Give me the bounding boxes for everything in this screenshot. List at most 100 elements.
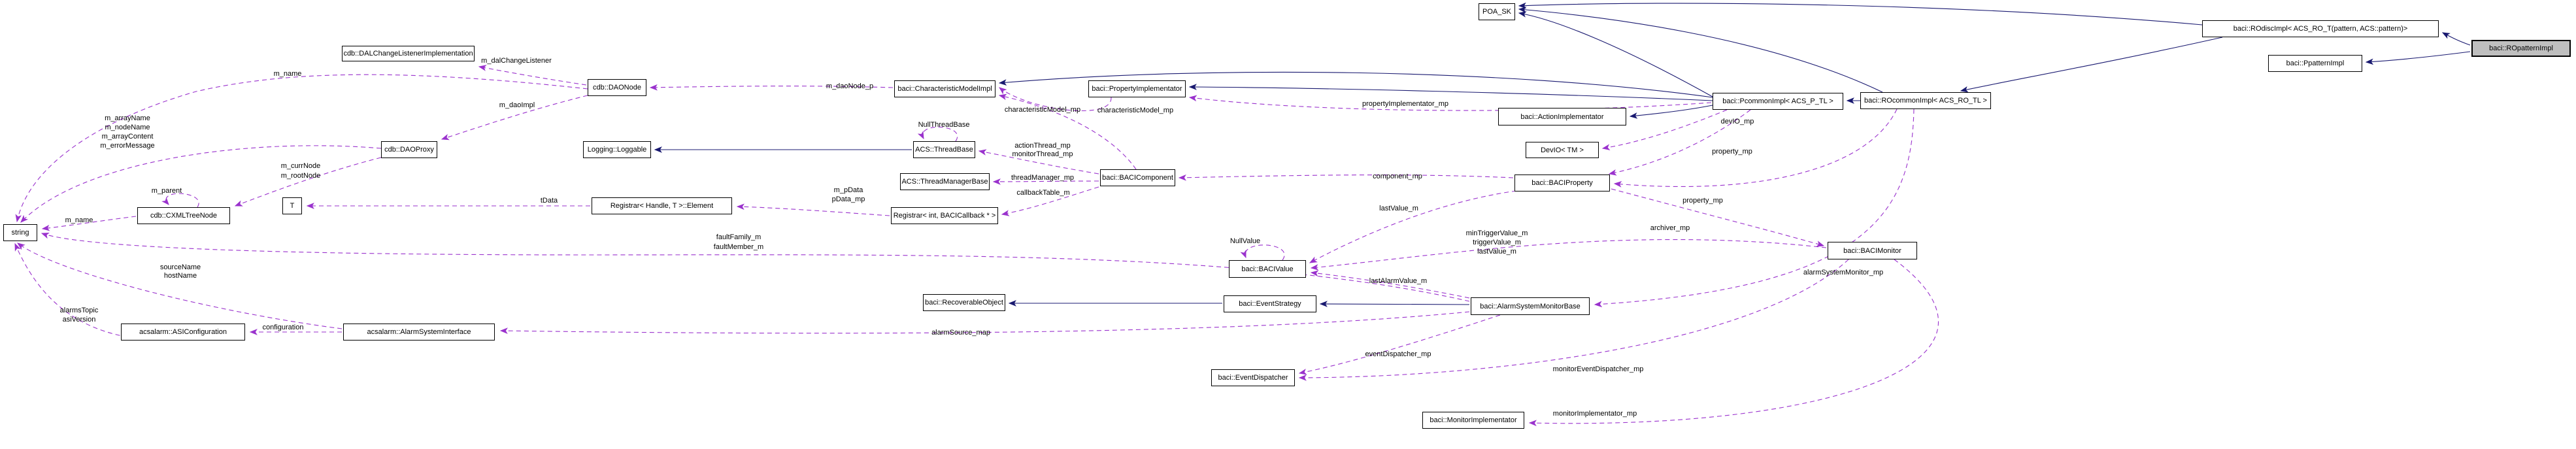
usage-edge xyxy=(1528,259,1939,427)
edge-label: archiver_mp xyxy=(1650,224,1690,232)
usage-edge xyxy=(478,65,587,86)
usage-edge xyxy=(1310,270,1470,299)
usage-edge xyxy=(20,145,382,223)
usage-edge xyxy=(1310,239,1827,271)
usage-edge xyxy=(15,74,588,223)
class-node-actionimplementator[interactable]: baci::ActionImplementator xyxy=(1498,108,1626,125)
class-node-eventstrategy[interactable]: baci::EventStrategy xyxy=(1224,295,1316,312)
edge-label: devIO_mp xyxy=(1721,118,1754,125)
usage-edge xyxy=(499,311,1470,334)
class-node-t[interactable]: T xyxy=(282,197,302,214)
edge-label: alarmSource_map xyxy=(931,329,990,337)
edge-label: m_arrayName xyxy=(105,114,150,122)
edge-label: property_mp xyxy=(1712,148,1752,156)
edge-label: component_mp xyxy=(1373,173,1422,180)
usage-edge xyxy=(1608,109,1751,176)
edge-label: sourceName xyxy=(160,263,201,271)
edge-label: characteristicModel_mp xyxy=(1097,107,1173,114)
edge-label: m_arrayContent xyxy=(102,133,154,141)
inheritance-edge xyxy=(1518,11,1713,97)
class-node-registrar-int[interactable]: Registrar< int, BACICallback * > xyxy=(891,207,998,224)
usage-edge xyxy=(161,193,199,208)
edge-label: hostName xyxy=(164,272,197,280)
class-node-daoproxy[interactable]: cdb::DAOProxy xyxy=(381,141,437,158)
usage-edge xyxy=(1298,314,1501,375)
edge-label: m_errorMessage xyxy=(100,142,154,150)
usage-edge xyxy=(998,93,1137,170)
edge-label: m_name xyxy=(65,216,93,224)
edge-label: m_name xyxy=(274,70,302,78)
edge-label: m_pData xyxy=(834,186,864,194)
usage-edge xyxy=(1298,259,1849,381)
class-node-recoverableobject[interactable]: baci::RecoverableObject xyxy=(923,294,1005,311)
class-node-eventdispatcher[interactable]: baci::EventDispatcher xyxy=(1211,369,1295,386)
class-node-daonode[interactable]: cdb::DAONode xyxy=(588,79,646,96)
edge-label: minTriggerValue_m xyxy=(1466,229,1528,237)
inheritance-edge xyxy=(1188,84,1713,101)
class-node-cxmltreenode[interactable]: cdb::CXMLTreeNode xyxy=(137,207,230,224)
class-node-rocommonimpl[interactable]: baci::ROcommonImpl< ACS_RO_TL > xyxy=(1860,92,1991,109)
edge-label: faultMember_m xyxy=(714,243,763,251)
edge-label: NullValue xyxy=(1230,237,1260,245)
class-node-dalchangelistener[interactable]: cdb::DALChangeListenerImplementation xyxy=(342,46,475,61)
edge-label: callbackTable_m xyxy=(1016,189,1069,197)
edge-label: pData_mp xyxy=(832,195,865,203)
usage-edge xyxy=(649,84,894,91)
class-node-rodiscimpl[interactable]: baci::ROdiscImpl< ACS_RO_T(pattern, ACS:… xyxy=(2202,20,2439,37)
edge-label: lastValue_m xyxy=(1379,205,1418,212)
edge-label: threadManager_mp xyxy=(1011,174,1074,182)
class-node-baciproperty[interactable]: baci::BACIProperty xyxy=(1514,175,1610,191)
inheritance-edge xyxy=(1319,301,1470,307)
class-node-alarmsysteminterface[interactable]: acsalarm::AlarmSystemInterface xyxy=(343,324,495,341)
edge-label: faultFamily_m xyxy=(716,233,761,241)
usage-edge xyxy=(1613,108,1898,188)
edge-label: tData xyxy=(541,197,558,205)
usage-edge xyxy=(1240,244,1285,261)
class-node-monitorimplementator[interactable]: baci::MonitorImplementator xyxy=(1422,412,1524,429)
edge-label: lastValue_m xyxy=(1477,248,1516,256)
class-node-bacimonitor[interactable]: baci::BACIMonitor xyxy=(1828,242,1917,259)
class-node-loggable[interactable]: Logging::Loggable xyxy=(583,141,651,158)
class-node-devio[interactable]: DevIO< TM > xyxy=(1526,142,1599,158)
class-node-poa-sk[interactable]: POA_SK xyxy=(1479,3,1515,20)
inheritance-edge xyxy=(2441,32,2471,46)
usage-edge xyxy=(978,149,1099,175)
class-node-pcommonimpl[interactable]: baci::PcommonImpl< ACS_P_TL > xyxy=(1713,93,1843,110)
edge-label: asiVersion xyxy=(63,316,96,324)
inheritance-edge xyxy=(2365,51,2471,65)
class-node-asiconfiguration[interactable]: acsalarm::ASIConfiguration xyxy=(121,324,245,341)
edge-label: characteristicModel_mp xyxy=(1005,106,1080,114)
class-node-threadmanagerbase[interactable]: ACS::ThreadManagerBase xyxy=(900,173,990,190)
class-node-string[interactable]: string xyxy=(3,224,37,241)
usage-edge xyxy=(41,216,137,231)
inheritance-edge xyxy=(1960,37,2223,93)
class-node-ropatternimpl[interactable]: baci::ROpatternImpl xyxy=(2471,40,2571,57)
edge-label: m_daoImpl xyxy=(499,101,535,109)
class-node-alarmsystemmonitorbase[interactable]: baci::AlarmSystemMonitorBase xyxy=(1471,297,1590,315)
class-node-threadbase[interactable]: ACS::ThreadBase xyxy=(913,141,975,158)
class-node-registrar-element[interactable]: Registrar< Handle, T >::Element xyxy=(592,197,732,214)
edge-label: m_nodeName xyxy=(105,124,150,131)
class-node-propertyimplementator[interactable]: baci::PropertyImplementator xyxy=(1088,80,1186,97)
class-node-characteristicmodelimpl[interactable]: baci::CharacteristicModelImpl xyxy=(894,80,995,97)
usage-edge xyxy=(234,157,382,207)
usage-edge xyxy=(736,203,890,216)
inheritance-edge xyxy=(1518,2,2203,25)
usage-edge xyxy=(1601,109,1728,151)
edge-label: configuration xyxy=(263,324,304,331)
class-node-bacicomponent[interactable]: baci::BACIComponent xyxy=(1100,169,1175,186)
edge-label: alarmSystemMonitor_mp xyxy=(1803,269,1883,276)
edge-label: monitorEventDispatcher_mp xyxy=(1553,365,1644,373)
edge-label: lastAlarmValue_m xyxy=(1369,277,1427,285)
class-node-ppatternimpl[interactable]: baci::PpatternImpl xyxy=(2268,55,2362,72)
usage-edge xyxy=(1611,188,1825,247)
class-node-bacivalue[interactable]: baci::BACIValue xyxy=(1229,260,1306,278)
edge-label: eventDispatcher_mp xyxy=(1365,350,1431,358)
usage-edge xyxy=(1309,190,1517,263)
inheritance-edge xyxy=(1629,105,1713,119)
edge-label: NullThreadBase xyxy=(918,121,970,129)
edge-label: m_rootNode xyxy=(281,172,321,180)
usage-edge xyxy=(999,87,1112,112)
